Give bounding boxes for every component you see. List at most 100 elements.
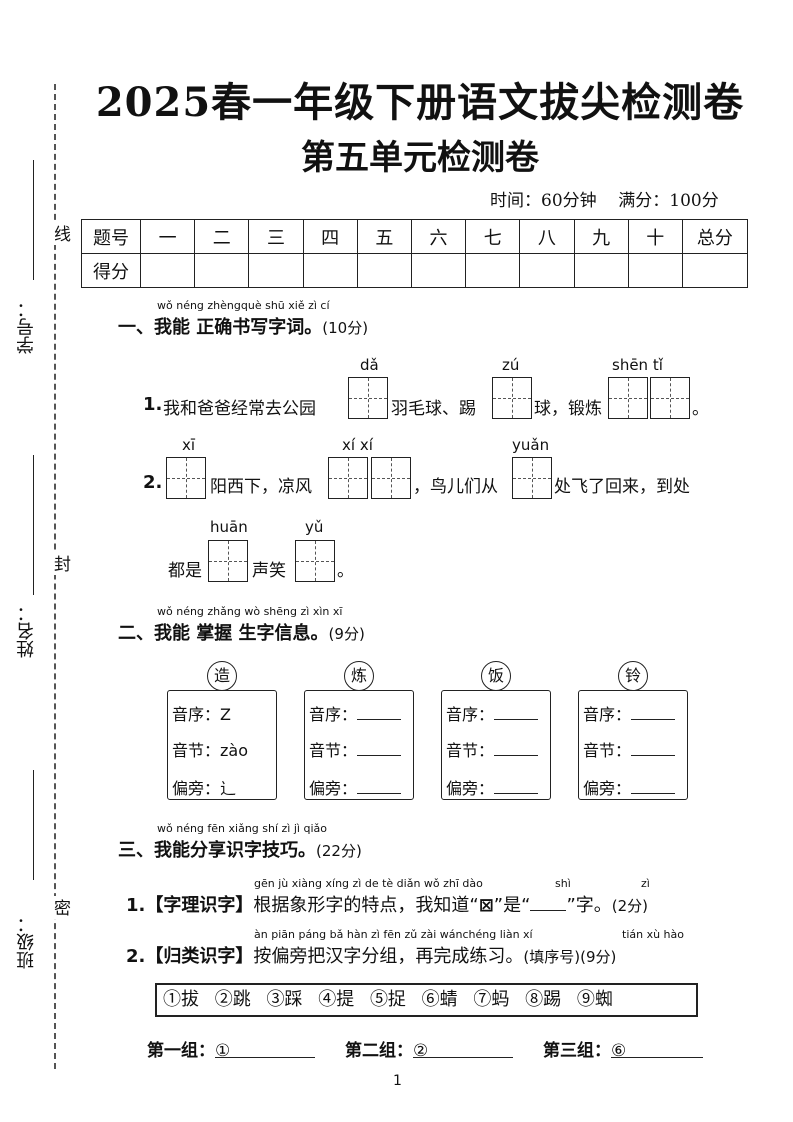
- name-label: 姓名：: [16, 604, 37, 658]
- s3-q1-points: (2分): [611, 897, 649, 915]
- tianzige-box[interactable]: [492, 377, 532, 419]
- s3-q1-text-c: ”字。: [566, 895, 612, 916]
- score-cell[interactable]: [194, 253, 250, 288]
- score-cell[interactable]: [681, 253, 748, 288]
- tianzige-box[interactable]: [608, 377, 648, 419]
- radical-blank[interactable]: [494, 779, 539, 794]
- syllable-blank[interactable]: [357, 741, 402, 756]
- tianzige-box[interactable]: [295, 540, 335, 582]
- s3-q1-pinyin-shi: shì: [555, 877, 571, 890]
- score-cell[interactable]: [465, 253, 521, 288]
- radical-blank[interactable]: [357, 779, 402, 794]
- score-header-cell: 七: [465, 219, 521, 254]
- card-char-circle: 造: [207, 661, 237, 691]
- s1-q2-text-c: 处飞了回来，到处: [554, 477, 690, 497]
- section1-heading-text: 一、我能 正确书写字词。: [118, 317, 323, 338]
- page-title: 2025春一年级下册语文拔尖检测卷: [95, 79, 745, 126]
- card-syllable-row: 音节：: [309, 737, 402, 761]
- tianzige-box[interactable]: [208, 540, 248, 582]
- card-char-circle: 铃: [618, 661, 648, 691]
- page-subtitle: 第五单元检测卷: [301, 138, 539, 178]
- s3-q2-line: 2.【归类识字】按偏旁把汉字分组，再完成练习。(填序号)(9分): [126, 942, 616, 968]
- tianzige-box[interactable]: [371, 457, 411, 499]
- tianzige-box[interactable]: [348, 377, 388, 419]
- radical-value: 辶: [220, 779, 237, 798]
- seal-char-mi: 密: [48, 896, 73, 919]
- s1-q2-pinyin-huan: huān: [210, 518, 248, 536]
- order-label: 音序：: [172, 705, 221, 724]
- tianzige-box[interactable]: [166, 457, 206, 499]
- section1-pinyin: wǒ néng zhèngquè shū xiě zì cí: [157, 299, 330, 312]
- s1-q1-pinyin-da: dǎ: [360, 356, 379, 374]
- card-order-row: 音序：: [583, 701, 676, 725]
- option-item: ⑦蚂: [473, 989, 510, 1010]
- score-cell[interactable]: [627, 253, 683, 288]
- seal-char-feng: 封: [48, 552, 73, 575]
- syllable-blank[interactable]: [494, 741, 539, 756]
- order-value: Z: [220, 705, 231, 724]
- option-item: ②跳: [214, 989, 251, 1010]
- options-box: ①拔 ②跳 ③踩 ④提 ⑤捉 ⑥蜻 ⑦蚂 ⑧踢 ⑨蜘: [155, 983, 698, 1017]
- score-header-cell: 六: [410, 219, 467, 254]
- card-char-circle: 炼: [344, 661, 374, 691]
- order-blank[interactable]: [357, 705, 402, 720]
- s1-q1-pinyin-zu: zú: [502, 356, 520, 374]
- student-id-line: [33, 160, 34, 280]
- card-radical-row: 偏旁：: [309, 775, 402, 799]
- s3-q1-tag: 【字理识字】: [145, 895, 254, 916]
- group-answer-line[interactable]: ①: [215, 1041, 315, 1061]
- group-answer-line[interactable]: ②: [413, 1041, 513, 1061]
- card-order-row: 音序：Z: [172, 701, 240, 725]
- card-syllable-row: 音节：zào: [172, 737, 248, 761]
- score-cell[interactable]: [519, 253, 575, 288]
- order-label: 音序：: [446, 705, 495, 724]
- score-header-cell: 十: [627, 219, 683, 254]
- syllable-blank[interactable]: [631, 741, 676, 756]
- s3-q1-pinyin-zi: zì: [641, 877, 650, 890]
- section2-points: (9分): [328, 625, 365, 643]
- score-cell[interactable]: [410, 253, 467, 288]
- s1-q2-pinyin-xi: xī: [182, 436, 196, 454]
- section2-heading-text: 二、我能 掌握 生字信息。: [118, 623, 329, 644]
- s3-q2-text: 按偏旁把汉字分组，再完成练习。: [253, 946, 524, 967]
- s1-q1-text-a: 我和爸爸经常去公园: [163, 399, 316, 419]
- s3-q1-answer-blank[interactable]: [530, 896, 567, 911]
- seal-char-xian: 线: [48, 222, 73, 245]
- tianzige-box[interactable]: [650, 377, 690, 419]
- group-answer-line[interactable]: ⑥: [611, 1041, 703, 1061]
- s3-q1-text-a: 根据象形字的特点，我知道“: [253, 895, 479, 916]
- score-cell[interactable]: [302, 253, 358, 288]
- score-header-cell: 五: [356, 219, 412, 254]
- page-number: 1: [393, 1073, 402, 1089]
- syllable-label: 音节：: [583, 741, 632, 760]
- radical-blank[interactable]: [631, 779, 676, 794]
- group-three: 第三组：⑥: [543, 1036, 703, 1061]
- order-blank[interactable]: [631, 705, 676, 720]
- section3-points: (22分): [316, 842, 362, 860]
- tianzige-box[interactable]: [328, 457, 368, 499]
- score-cell[interactable]: [139, 253, 196, 288]
- syllable-label: 音节：: [309, 741, 358, 760]
- score-cell[interactable]: [573, 253, 629, 288]
- group-value: ①: [215, 1041, 231, 1061]
- s1-q2-number: 2.: [143, 472, 163, 493]
- score-cell[interactable]: [356, 253, 412, 288]
- s1-q1-text-c: 球，锻炼: [534, 399, 602, 419]
- option-item: ⑧踢: [525, 989, 562, 1010]
- score-header-cell: 题号: [81, 219, 141, 254]
- tianzige-box[interactable]: [512, 457, 552, 499]
- s3-q1-pinyin: gēn jù xiàng xíng zì de tè diǎn wǒ zhī d…: [254, 877, 483, 890]
- full-score-label: 满分：100分: [618, 191, 719, 211]
- score-cell[interactable]: [248, 253, 304, 288]
- order-blank[interactable]: [494, 705, 539, 720]
- s1-q2-text-d: 都是: [168, 561, 202, 581]
- group-label: 第二组：: [345, 1041, 413, 1061]
- s1-q1-pinyin-shenti: shēn tǐ: [612, 356, 663, 374]
- card-radical-row: 偏旁：: [446, 775, 539, 799]
- class-line: [33, 770, 34, 880]
- section3-heading-text: 三、我能分享识字技巧。: [118, 840, 316, 861]
- option-item: ①拔: [163, 989, 199, 1010]
- s3-q2-number: 2.: [126, 946, 146, 967]
- option-item: ⑨蜘: [576, 989, 613, 1010]
- group-value: ⑥: [611, 1041, 627, 1061]
